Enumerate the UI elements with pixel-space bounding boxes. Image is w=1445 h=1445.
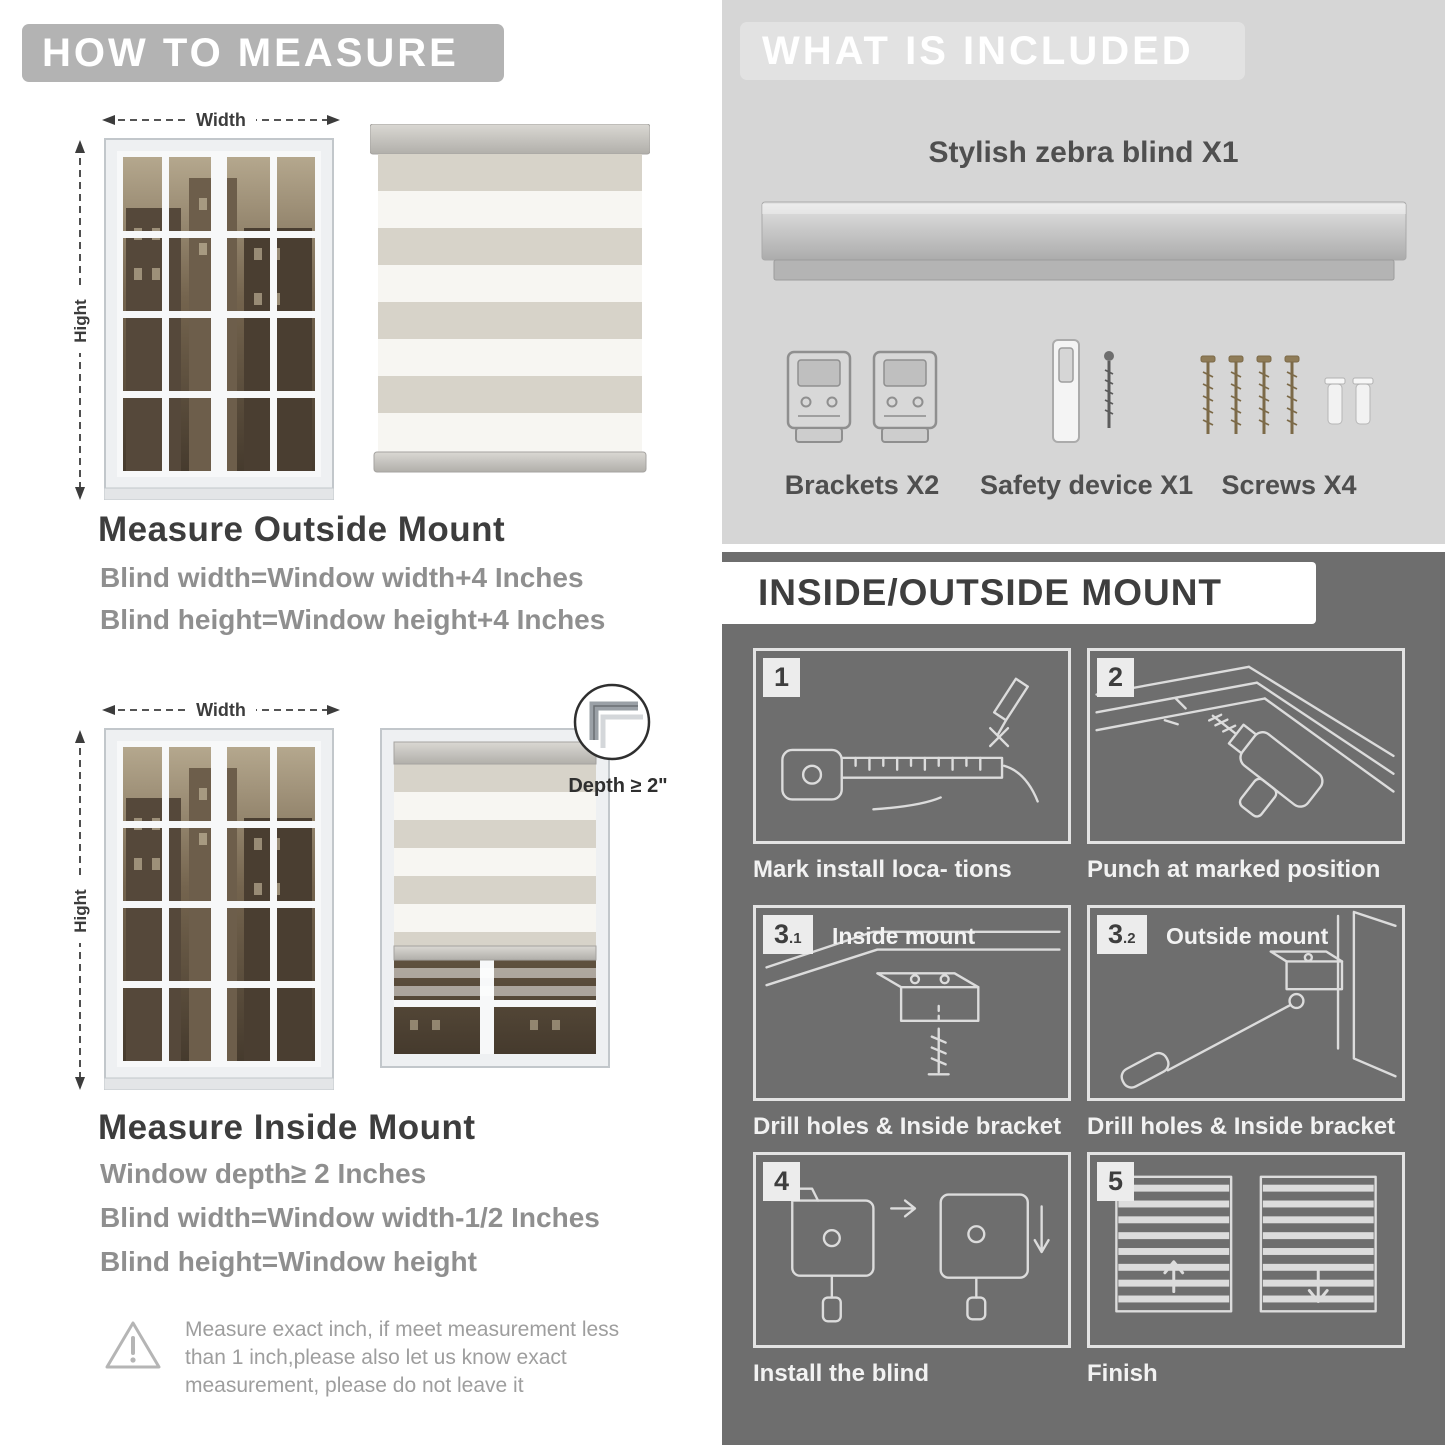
depth-label: Depth ≥ 2" xyxy=(568,775,667,797)
included-item-brackets: Brackets X2 xyxy=(757,318,967,501)
step-3-1-label: Inside mount xyxy=(832,923,976,949)
blind-rail-illustration xyxy=(760,196,1408,297)
step-4-box: 4 xyxy=(753,1152,1071,1348)
step-3-2-caption: Drill holes & Inside bracket xyxy=(1087,1113,1396,1140)
step-4-number: 4 xyxy=(763,1162,801,1201)
warning-icon xyxy=(105,1321,161,1369)
how-to-measure-section: HOW TO MEASURE Width Hight xyxy=(0,0,722,1445)
step-2: 2 Punch at marked position xyxy=(1087,648,1405,884)
included-item-screws: Screws X4 xyxy=(1184,318,1394,501)
what-is-included-section: WHAT IS INCLUDED Stylish zebra blind X1 … xyxy=(722,0,1445,544)
height-arrow-label: Hight xyxy=(71,299,90,343)
height-arrow: Hight xyxy=(68,730,92,1090)
included-item-safety-device: Safety device X1 xyxy=(980,318,1194,501)
step-3-2: 3.2 Outside mount Drill holes & Inside b… xyxy=(1087,905,1405,1141)
step-3-2-box: 3.2 Outside mount xyxy=(1087,905,1405,1101)
safety-device-label: Safety device X1 xyxy=(980,470,1194,500)
height-arrow: Hight xyxy=(68,140,92,500)
safety-device-illustration xyxy=(980,318,1190,458)
outside-height-formula: Blind height=Window height+4 Inches xyxy=(100,604,606,635)
outside-mount-heading: Measure Outside Mount xyxy=(98,510,506,549)
inside-mount-heading: Measure Inside Mount xyxy=(98,1108,476,1147)
step-3-1-caption: Drill holes & Inside bracket xyxy=(753,1113,1062,1140)
step-3-1: 3.1 Inside mount Drill holes & Inside br… xyxy=(753,905,1071,1141)
step-2-caption: Punch at marked position xyxy=(1087,856,1381,883)
step-3-1-illustration xyxy=(765,930,1061,1076)
step-5-box: 5 xyxy=(1087,1152,1405,1348)
step-5-number: 5 xyxy=(1097,1162,1135,1201)
window-illustration xyxy=(104,139,334,500)
step-4-caption: Install the blind xyxy=(753,1360,930,1387)
step-5-caption: Finish xyxy=(1087,1360,1158,1387)
what-is-included-header: WHAT IS INCLUDED xyxy=(740,22,1245,80)
step-5: 5 Finish xyxy=(1087,1152,1405,1388)
step-5-illustration xyxy=(1115,1175,1377,1313)
depth-detail-circle: Depth ≥ 2" xyxy=(568,683,668,797)
step-4-illustration xyxy=(785,1187,1050,1323)
step-2-box: 2 xyxy=(1087,648,1405,844)
included-blind-label: Stylish zebra blind X1 xyxy=(928,136,1239,169)
width-arrow-label: Width xyxy=(196,110,246,130)
step-1-illustration xyxy=(781,677,1039,811)
zebra-blind-illustration xyxy=(370,124,650,473)
step-1-number: 1 xyxy=(763,658,801,697)
height-arrow-label: Hight xyxy=(71,889,90,933)
step-1-caption: Mark install loca- tions xyxy=(753,856,1012,883)
step-2-number: 2 xyxy=(1097,658,1135,697)
screws-label: Screws X4 xyxy=(1221,470,1357,500)
step-3-2-label: Outside mount xyxy=(1166,923,1329,949)
step-4: 4 Install the blind xyxy=(753,1152,1071,1388)
anchors-group xyxy=(1324,377,1374,425)
inside-outside-mount-section: INSIDE/OUTSIDE MOUNT xyxy=(722,552,1445,1445)
outside-width-formula: Blind width=Window width+4 Inches xyxy=(100,562,584,593)
inside-width-formula: Blind width=Window width-1/2 Inches xyxy=(100,1202,600,1233)
step-3-1-box: 3.1 Inside mount xyxy=(753,905,1071,1101)
brackets-illustration xyxy=(757,318,967,458)
step-1-box: 1 xyxy=(753,648,1071,844)
inside-mount-figure: Width Hight Depth ≥ 2" xyxy=(68,683,668,1090)
measure-note: Measure exact inch, if meet measurement … xyxy=(103,1316,643,1400)
width-arrow-label: Width xyxy=(196,700,246,720)
step-1: 1 Mark install loca- tions xyxy=(753,648,1071,884)
how-to-measure-header: HOW TO MEASURE xyxy=(22,24,504,82)
window-illustration xyxy=(104,729,334,1090)
width-arrow: Width xyxy=(102,698,340,722)
inside-height-formula: Blind height=Window height xyxy=(100,1246,477,1277)
outside-mount-figure: Width Hight xyxy=(68,108,650,500)
width-arrow: Width xyxy=(102,108,340,132)
step-3-2-number: 3.2 xyxy=(1097,915,1147,954)
step-3-2-illustration xyxy=(1120,910,1397,1089)
mount-header: INSIDE/OUTSIDE MOUNT xyxy=(722,562,1316,624)
inside-depth-rule: Window depth≥ 2 Inches xyxy=(100,1158,427,1189)
measure-note-text: Measure exact inch, if meet measurement … xyxy=(185,1318,620,1398)
step-3-1-number: 3.1 xyxy=(763,915,813,954)
screws-group xyxy=(1200,355,1374,434)
step-2-illustration xyxy=(1095,665,1395,818)
brackets-label: Brackets X2 xyxy=(784,470,940,500)
screws-illustration xyxy=(1184,318,1394,458)
